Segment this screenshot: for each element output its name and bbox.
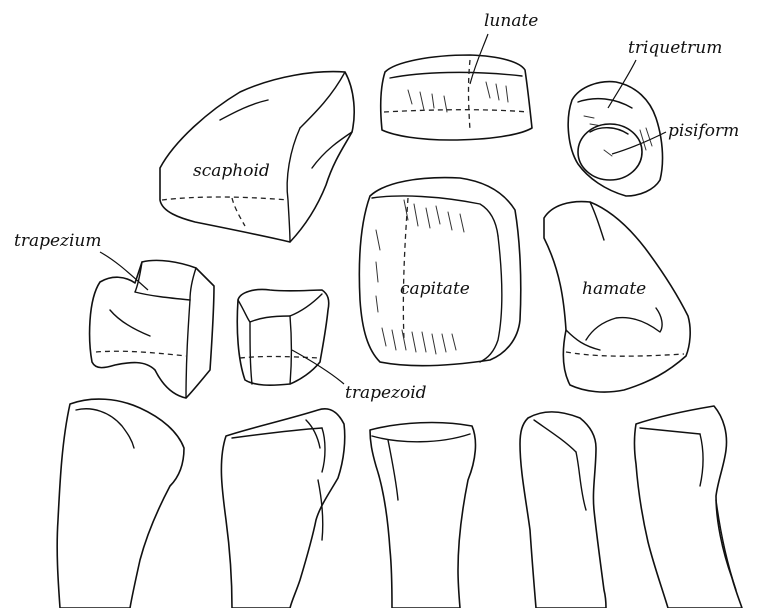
lunate-bone: lunate — [381, 11, 539, 140]
fifth-metacarpal-base — [635, 406, 743, 608]
pisiform-label: pisiform — [668, 121, 739, 141]
fourth-metacarpal-base — [520, 412, 606, 608]
triquetrum-label: triquetrum — [628, 38, 722, 58]
capitate-bone: capitate — [359, 178, 520, 366]
lunate-label: lunate — [484, 11, 538, 31]
trapezium-bone: trapezium — [14, 231, 214, 398]
hamate-label: hamate — [582, 279, 646, 299]
capitate-label: capitate — [400, 279, 470, 299]
third-metacarpal-base — [370, 423, 475, 608]
first-metacarpal-base — [57, 399, 184, 608]
scaphoid-bone: scaphoid — [160, 72, 354, 242]
trapezoid-label: trapezoid — [345, 383, 427, 403]
scaphoid-label: scaphoid — [193, 161, 270, 181]
second-metacarpal-base — [221, 409, 344, 608]
hamate-bone: hamate — [544, 202, 690, 392]
trapezium-label: trapezium — [14, 231, 102, 251]
